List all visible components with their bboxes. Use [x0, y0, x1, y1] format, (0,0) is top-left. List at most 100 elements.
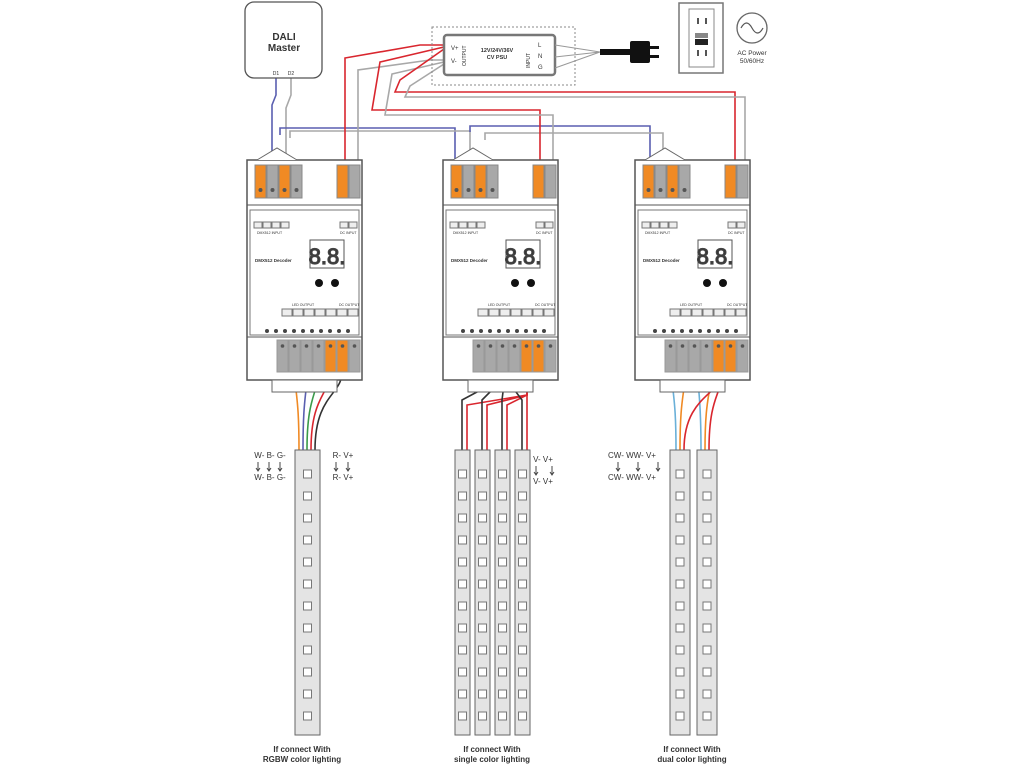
led-chip	[702, 469, 712, 479]
output-terminal	[712, 339, 725, 373]
dc-output-label: DC OUTPUT	[535, 303, 556, 307]
dual-left-bottom: CW- WW- V+	[608, 473, 656, 482]
single-caption-2: single color lighting	[454, 755, 530, 764]
led-chip	[303, 689, 312, 699]
led-output-label: LED OUTPUT	[292, 303, 315, 307]
rgbw-right-bottom: R- V+	[333, 473, 354, 482]
led-chip	[478, 491, 487, 501]
led-chip	[498, 579, 507, 589]
output-terminal	[544, 339, 557, 373]
arrow-down-icon	[655, 462, 661, 472]
led-chip	[518, 711, 527, 721]
led-chip	[675, 645, 685, 655]
display-value: 8.8.	[309, 244, 346, 269]
button-icon[interactable]	[703, 279, 711, 287]
led-chip	[458, 645, 467, 655]
dali-title-1: DALI	[272, 32, 296, 43]
led-chip	[478, 513, 487, 523]
led-chip	[518, 645, 527, 655]
psu-vplus-wire-2	[371, 46, 541, 160]
terminal-label-box	[262, 221, 272, 229]
rgbw-caption-2: RGBW color lighting	[263, 755, 341, 764]
led-chip	[702, 579, 712, 589]
dual-color-strip-1	[669, 449, 691, 736]
group-2-labels: V- V+ V- V+ If connect With single color…	[454, 455, 553, 764]
single-right-bottom: V- V+	[533, 477, 553, 486]
dali-terminal	[450, 164, 463, 199]
led-chip	[702, 601, 712, 611]
led-chip	[702, 645, 712, 655]
dali-master: DALI Master D1 D2	[244, 1, 323, 79]
led-chip	[458, 513, 467, 523]
arrow-icons	[255, 462, 661, 476]
dali-terminal	[462, 164, 475, 199]
led-chip	[675, 579, 685, 589]
led-strips	[294, 449, 718, 736]
output-terminal	[324, 339, 337, 373]
dc-input-terminal	[348, 164, 361, 199]
led-chip	[702, 623, 712, 633]
led-chip	[675, 535, 685, 545]
dali-terminal	[486, 164, 499, 199]
single-color-strip-2	[474, 449, 491, 736]
dc-input-label: DC INPUT	[728, 231, 745, 235]
button-icon[interactable]	[527, 279, 535, 287]
segment-display	[309, 239, 345, 269]
dali-d1-label: D1	[273, 71, 280, 77]
output-terminal	[664, 339, 677, 373]
decoder-name: DMX512 Decoder	[643, 258, 680, 263]
led-chip	[458, 557, 467, 567]
button-icon[interactable]	[511, 279, 519, 287]
led-chip	[458, 689, 467, 699]
dual-caption-2: dual color lighting	[657, 755, 726, 764]
dali-bus-wire-2	[289, 130, 471, 160]
led-chip	[478, 535, 487, 545]
led-chip	[518, 557, 527, 567]
terminal-label-box	[449, 221, 459, 229]
button-icon[interactable]	[719, 279, 727, 287]
output-terminal	[724, 339, 737, 373]
rgbw-strip	[294, 449, 321, 736]
dmx-input-label: DMX512 INPUT	[257, 231, 283, 235]
dali-terminal	[290, 164, 303, 199]
led-chip	[702, 513, 712, 523]
dali-d1-wire	[271, 78, 277, 160]
led-chip	[498, 535, 507, 545]
psu-vminus: V-	[451, 59, 457, 65]
output-terminal	[520, 339, 533, 373]
dual-caption-1: If connect With	[663, 745, 720, 754]
terminal-label-box	[659, 221, 669, 229]
psu-l: L	[538, 43, 542, 49]
dmx-input-label: DMX512 INPUT	[645, 231, 671, 235]
led-chip	[702, 535, 712, 545]
dali-terminal	[666, 164, 679, 199]
dali-terminal	[266, 164, 279, 199]
output-terminal	[484, 339, 497, 373]
ac-power-label: AC Power	[737, 50, 767, 57]
led-chip	[458, 623, 467, 633]
led-chip	[675, 491, 685, 501]
output-terminal	[300, 339, 313, 373]
led-chip	[303, 601, 312, 611]
led-chip	[478, 469, 487, 479]
ac-frequency-label: 50/60Hz	[740, 58, 764, 65]
psu-vminus-wire-3	[403, 63, 746, 160]
led-chip	[702, 667, 712, 677]
rgbw-caption-1: If connect With	[273, 745, 330, 754]
outlet-icon	[678, 2, 724, 74]
led-chip	[303, 579, 312, 589]
terminal-label-box	[467, 221, 477, 229]
led-chip	[498, 469, 507, 479]
dc-input-terminal	[736, 164, 749, 199]
led-chip	[518, 513, 527, 523]
led-chip	[478, 623, 487, 633]
button-icon[interactable]	[331, 279, 339, 287]
dmx-input-label: DMX512 INPUT	[453, 231, 479, 235]
led-chip	[458, 535, 467, 545]
button-icon[interactable]	[315, 279, 323, 287]
dali-terminal	[254, 164, 267, 199]
psu-g: G	[538, 65, 543, 71]
led-chip	[458, 491, 467, 501]
